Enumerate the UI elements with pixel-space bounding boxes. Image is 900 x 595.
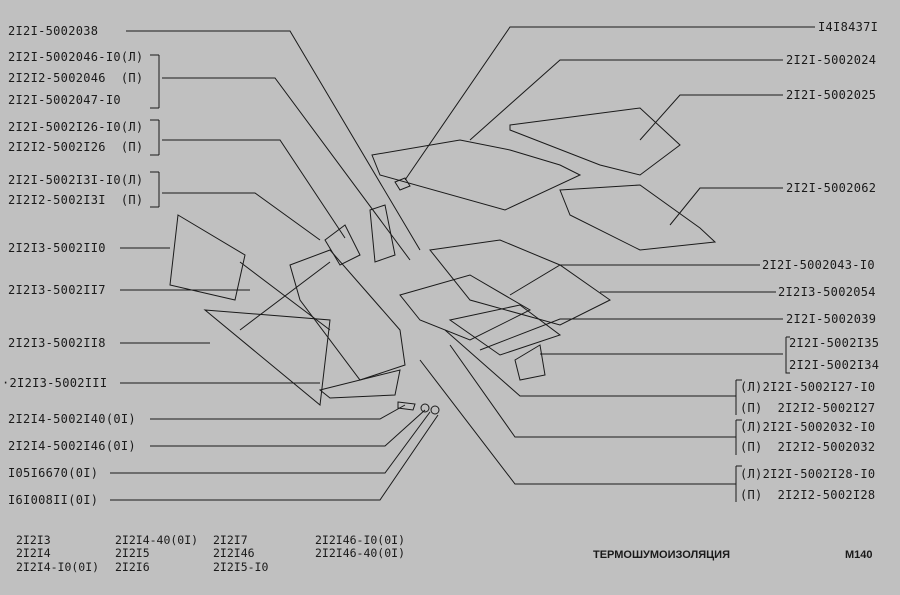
part-label: 2I2I3-5002II7 [8,283,106,297]
model-code: 2I2I5 [115,546,150,560]
part-label: I6I008II(0I) [8,493,99,507]
insulation-parts [169,107,717,415]
part-rear-floor-5002062 [559,184,717,251]
part-label: 2I2I-5002I34 [789,358,880,372]
part-side-5002126 [324,224,361,266]
part-rear-panel-5002024 [371,139,582,211]
part-label: 2I2I-5002062 [786,181,877,195]
part-label: 2I2I-5002043-I0 [762,258,875,272]
model-code: 2I2I46-I0(0I) [315,533,406,547]
part-label: 2I2I-5002I3I-I0(Л) [8,173,144,187]
part-label: (Л)2I2I-5002I28-I0 [740,467,876,481]
part-label: I4I8437I [818,20,879,34]
part-label: 2I2I-5002046-I0(Л) [8,50,144,64]
part-panel-5002118 [203,309,331,406]
part-tunnel-5002043 [399,274,532,341]
leader-lines-left [110,30,439,501]
part-label: 2I2I4-5002I46(0I) [8,439,136,453]
part-label: 2I2I2-5002I3I (П) [8,193,144,207]
model-code: 2I2I46 [213,546,255,560]
part-label: 2I2I-5002I26-I0(Л) [8,120,144,134]
model-code: 2I2I7 [213,533,248,547]
part-label: 2I2I2-5002I26 (П) [8,140,144,154]
part-label: 2I2I-5002038 [8,24,99,38]
part-front-floor-5002054 [429,239,611,326]
part-label: 2I2I3-5002054 [778,285,876,299]
part-label: (П) 2I2I2-5002032 [740,440,876,454]
part-panel-5002110 [169,214,246,301]
diagram-title: ТЕРМОШУМОИЗОЛЯЦИЯ [593,549,730,561]
part-side-5002131 [369,204,396,263]
part-floor-5002039 [448,304,562,356]
model-code: 2I2I4-40(0I) [115,533,199,547]
part-plug-10516670 [420,403,430,413]
model-code: 2I2I3 [16,533,51,547]
part-label: 2I2I2-5002046 (П) [8,71,144,85]
part-label: (П) 2I2I2-5002I27 [740,401,876,415]
diagram-code: М140 [845,549,873,561]
part-label: 2I2I-5002I35 [789,336,880,350]
part-dash-5002117 [289,249,406,381]
part-plug-14184371 [394,177,411,191]
part-label: (Л)2I2I-5002032-I0 [740,420,876,434]
part-label: ·2I2I3-5002III [2,376,108,390]
part-label: 2I2I-5002047-I0 [8,93,121,107]
model-code: 2I2I4-I0(0I) [16,560,100,574]
part-label: 2I2I3-5002II8 [8,336,106,350]
part-label: 2I2I-5002025 [786,88,877,102]
model-code: 2I2I46-40(0I) [315,546,406,560]
model-code: 2I2I6 [115,560,150,574]
part-label: 2I2I3-5002II0 [8,241,106,255]
part-label: I05I6670(0I) [8,466,99,480]
part-label: 2I2I4-5002I40(0I) [8,412,136,426]
part-rear-shelf-5002025 [509,107,681,176]
part-panel-5002111 [318,369,401,399]
part-label: (Л)2I2I-5002I27-I0 [740,380,876,394]
part-clip-5002140 [397,401,416,411]
model-code: 2I2I4 [16,546,51,560]
model-code: 2I2I5-I0 [213,560,269,574]
part-label: 2I2I-5002039 [786,312,877,326]
part-plug-16100811 [430,405,440,415]
part-label: (П) 2I2I2-5002I28 [740,488,876,502]
part-cross-brace [239,261,331,331]
part-label: 2I2I-5002024 [786,53,877,67]
part-trim-5002135 [514,344,546,381]
